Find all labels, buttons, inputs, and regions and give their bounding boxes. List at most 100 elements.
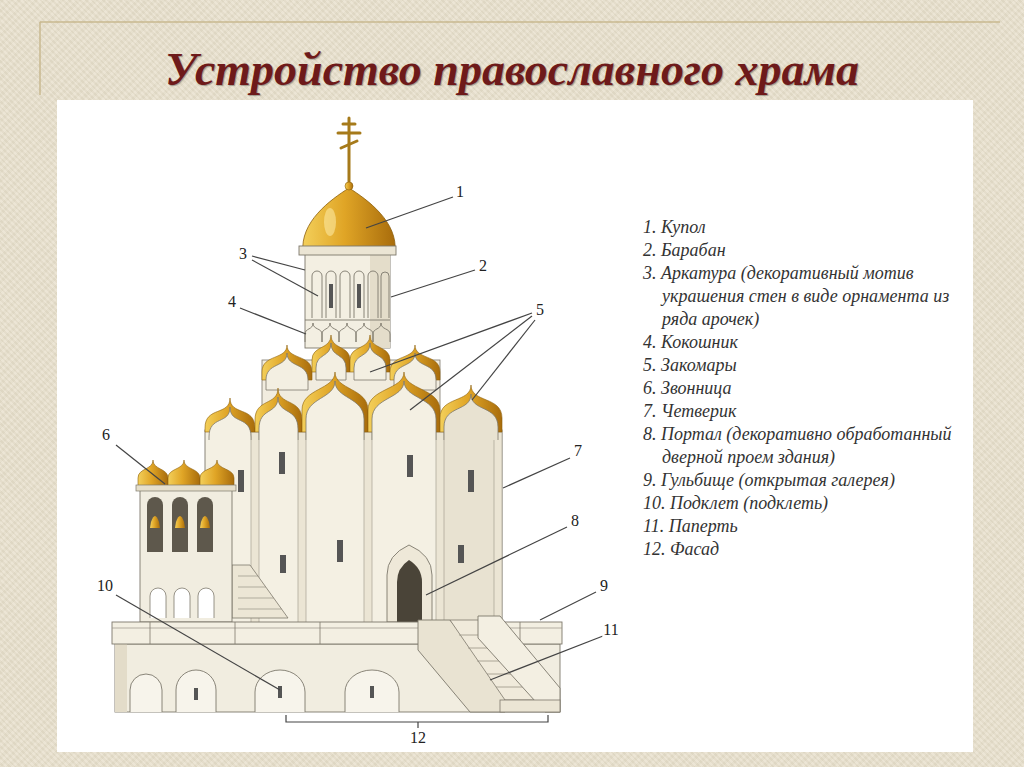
gulbishe — [150, 622, 151, 644]
chetverik — [205, 430, 502, 625]
cross — [348, 118, 351, 184]
bell-tower — [168, 460, 200, 486]
key-entry: 5. Закомары — [643, 354, 965, 377]
leader-lines — [286, 715, 548, 728]
page-frame — [40, 21, 1000, 23]
bell-tower — [238, 576, 282, 609]
leader-lines — [472, 320, 535, 400]
callout-number: 4 — [227, 293, 237, 311]
key-entry: 6. Звонница — [643, 377, 965, 400]
leader-lines — [116, 197, 603, 728]
key-entry: 4. Кокошник — [643, 331, 965, 354]
podklet — [194, 686, 374, 700]
chetverik — [444, 394, 498, 440]
cross — [341, 141, 357, 148]
chetverik — [280, 555, 286, 573]
chetverik — [458, 545, 464, 563]
leader-lines — [540, 592, 596, 620]
callout-number: 3 — [238, 245, 248, 263]
key-entry: 9. Гульбище (открытая галерея) — [643, 469, 965, 492]
podklet — [115, 644, 127, 712]
drum — [373, 323, 390, 342]
chetverik — [407, 455, 413, 477]
drum — [305, 248, 390, 348]
podklet — [130, 670, 399, 712]
key-entry: 7. Четверик — [643, 400, 965, 423]
slide-title: Устройство православного храма — [0, 42, 1024, 98]
leader-lines — [366, 197, 453, 228]
chetverik — [209, 407, 251, 440]
chetverik — [259, 397, 298, 440]
bell-tower — [238, 587, 266, 588]
cross — [343, 123, 355, 126]
page-frame — [57, 100, 973, 752]
chetverik — [306, 381, 364, 440]
bell-tower — [140, 482, 232, 622]
key-entry: 2. Барабан — [643, 239, 965, 262]
portal — [397, 560, 422, 622]
bell-tower — [150, 516, 160, 528]
chetverik — [372, 381, 436, 440]
bell-tower — [136, 485, 236, 491]
callout-number: 7 — [573, 442, 583, 460]
chetverik — [251, 432, 502, 625]
drum — [340, 271, 350, 318]
leader-lines — [391, 270, 475, 297]
callout-number: 5 — [535, 301, 545, 319]
bell-tower — [198, 588, 214, 618]
chetverik — [468, 470, 474, 492]
dome — [303, 188, 395, 252]
drum — [370, 254, 390, 348]
leader-lines — [503, 458, 570, 488]
gulbishe — [320, 622, 321, 644]
chetverik — [337, 540, 343, 562]
bell-tower — [238, 576, 258, 577]
leader-lines — [410, 316, 532, 410]
bell-tower — [238, 598, 274, 599]
chetverik — [238, 470, 244, 492]
portal — [387, 545, 432, 622]
cross — [338, 132, 360, 135]
leader-lines — [252, 260, 318, 296]
leader-lines — [426, 527, 567, 595]
leader-lines — [116, 595, 280, 690]
podklet — [278, 686, 282, 698]
drum — [368, 271, 378, 318]
leader-lines — [240, 308, 306, 334]
parts-key: 1. Купол2. Барабан3. Аркатура (декоратив… — [643, 216, 965, 561]
callout-number: 8 — [570, 512, 580, 530]
bell-tower — [136, 460, 288, 622]
bell-tower — [150, 588, 214, 618]
dome — [299, 182, 396, 255]
key-entry: 1. Купол — [643, 216, 965, 239]
chetverik — [436, 432, 444, 625]
callout-number: 1 — [455, 183, 465, 201]
page-frame — [39, 22, 41, 95]
key-entry: 3. Аркатура (декоративный мотив украшени… — [643, 262, 965, 331]
drum — [305, 323, 322, 342]
upper-kokoshniks — [354, 343, 386, 380]
upper-kokoshniks — [316, 343, 346, 380]
chetverik — [298, 432, 306, 625]
callout-number: 9 — [599, 577, 609, 595]
bell-tower — [238, 609, 282, 610]
bell-tower — [147, 497, 163, 552]
cross — [338, 118, 360, 184]
key-entry: 12. Фасад — [643, 538, 965, 561]
bell-tower — [174, 588, 190, 618]
callout-number: 11 — [602, 621, 619, 639]
bell-tower — [150, 516, 210, 528]
papert-stairs — [500, 700, 560, 712]
leader-lines — [370, 313, 532, 372]
bell-tower — [175, 516, 185, 528]
portal — [387, 545, 432, 622]
chetverik — [238, 452, 474, 573]
callout-number: 6 — [101, 426, 111, 444]
page-frame — [40, 22, 1000, 752]
leader-lines — [116, 445, 165, 484]
bell-tower — [150, 588, 166, 618]
callout-number: 10 — [96, 577, 114, 595]
chetverik — [205, 372, 502, 625]
podklet — [194, 688, 198, 700]
